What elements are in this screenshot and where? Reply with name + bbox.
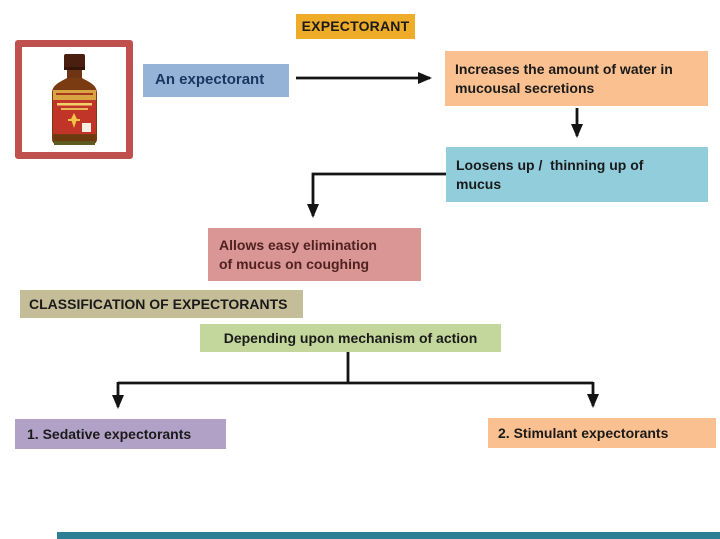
box-loosens-mucus: Loosens up / thinning up of mucus: [446, 147, 708, 202]
box-an-expectorant-label: An expectorant: [155, 71, 265, 89]
box-increases-water: Increases the amount of water in mucousa…: [445, 51, 708, 106]
medicine-bottle-photo-frame: [15, 40, 133, 159]
box-sedative-expectorants: 1. Sedative expectorants: [15, 419, 226, 449]
slide-title-label: EXPECTORANT: [301, 18, 410, 35]
box-mechanism-label: Depending upon mechanism of action: [223, 329, 478, 346]
box-an-expectorant: An expectorant: [143, 64, 289, 97]
box-allows-line2: of mucus on coughing: [219, 255, 370, 272]
classification-heading-label: CLASSIFICATION OF EXPECTORANTS: [29, 295, 288, 312]
box-increases-line1: Increases the amount of water in: [455, 60, 673, 77]
box-sedative-label: 1. Sedative expectorants: [27, 425, 192, 442]
box-allows-elimination: Allows easy elimination of mucus on coug…: [208, 228, 421, 281]
box-allows-line1: Allows easy elimination: [219, 236, 377, 253]
box-loosens-line1: Loosens up / thinning up of: [456, 156, 644, 173]
medicine-bottle-image: [52, 54, 97, 145]
box-stimulant-expectorants: 2. Stimulant expectorants: [488, 418, 716, 448]
box-loosens-line2: mucus: [456, 175, 502, 192]
slide-title: EXPECTORANT: [296, 14, 415, 39]
footer-accent-bar: [57, 532, 720, 539]
arrow-loosens-to-allows: [307, 172, 446, 218]
box-stimulant-label: 2. Stimulant expectorants: [498, 424, 669, 441]
classification-heading: CLASSIFICATION OF EXPECTORANTS: [20, 290, 303, 318]
box-mechanism-of-action: Depending upon mechanism of action: [200, 324, 501, 352]
box-increases-line2: mucousal secretions: [455, 79, 595, 96]
